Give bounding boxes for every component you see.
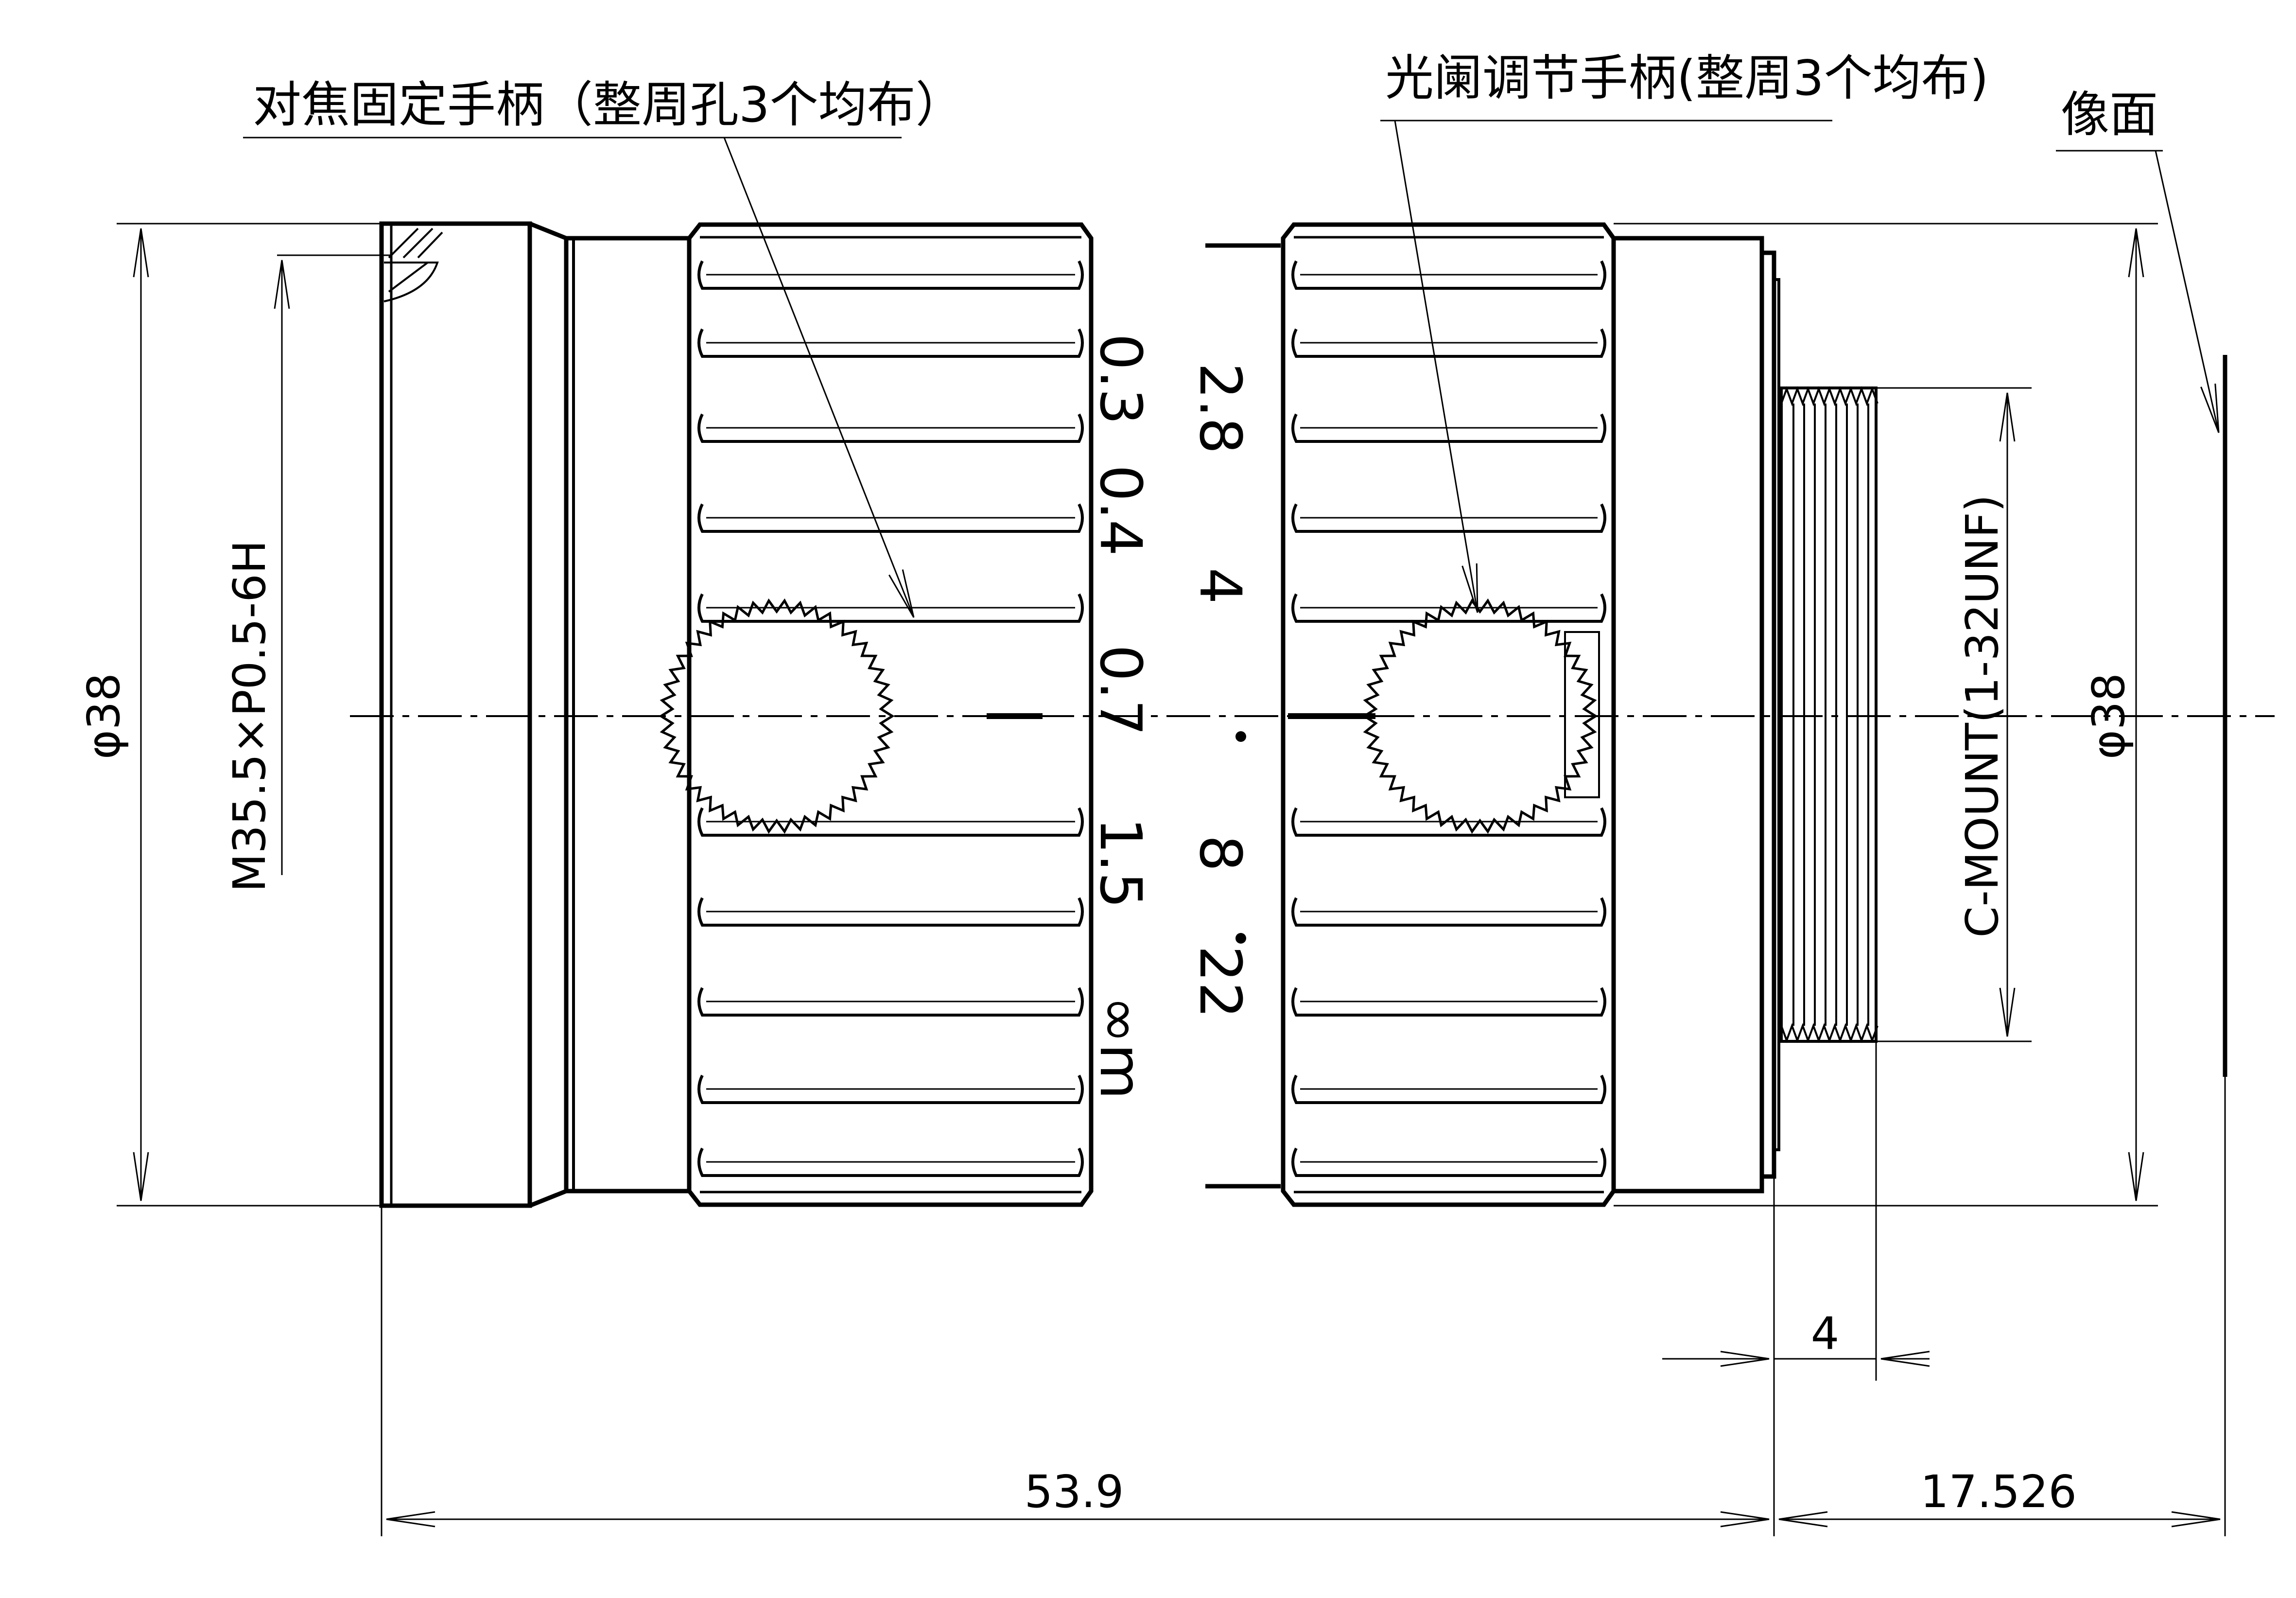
front-barrel: [379, 221, 689, 1208]
focus-ribs-rib: [697, 987, 1084, 1017]
focus-ribs-rib: [697, 1074, 1084, 1104]
focus-ribs-rib: [697, 897, 1084, 927]
focus-ribs-rib: [697, 260, 1084, 290]
focus-ribs-rib: [697, 328, 1084, 358]
thread-hatch: [383, 228, 443, 302]
focus-scale-0-3: 0.3: [1087, 334, 1154, 425]
index-lines: [987, 243, 1375, 1189]
aperture-scale-4: 4: [1187, 567, 1254, 604]
leader-lines: [243, 120, 2220, 618]
flange-width-label: 4: [1811, 1308, 1840, 1360]
aperture-ribs-rib: [1291, 503, 1606, 533]
c-mount-thread-lines: [1780, 386, 1879, 1043]
rear-diameter-label: φ38: [2083, 673, 2135, 759]
focus-scale-infinity: ∞m: [1087, 996, 1154, 1099]
back-focal-label: 17.526: [1920, 1466, 2077, 1518]
aperture-ribs-rib: [1291, 593, 1606, 623]
thread-label: M35.5×P0.5-6H: [224, 540, 276, 892]
rear-body: [1614, 236, 1780, 1194]
aperture-ribs-rib: [1291, 987, 1606, 1017]
aperture-ribs-rib: [1291, 1074, 1606, 1104]
focus-ribs-rib: [697, 413, 1084, 443]
aperture-ring-ribs: [1291, 260, 1606, 1177]
aperture-scale-8: 8: [1187, 835, 1254, 871]
focus-scale: 0.3 0.4 0.7 1.5 ∞m: [1087, 334, 1154, 1099]
aperture-ribs-rib: [1291, 1147, 1606, 1177]
focus-scale-0-4: 0.4: [1087, 465, 1154, 556]
dimension-lines: [133, 228, 2221, 1528]
c-mount-thread: [1780, 386, 1878, 1043]
extension-lines: [117, 223, 2226, 1536]
aperture-scale: 2.8 4 8 22: [1187, 363, 1254, 1019]
focus-ribs-rib: [697, 593, 1084, 623]
aperture-ribs-rib: [1291, 807, 1606, 837]
focus-ribs-rib: [697, 1147, 1084, 1177]
aperture-scale-2-8: 2.8: [1187, 363, 1254, 454]
focus-handle-label: 对焦固定手柄（整周孔3个均布）: [253, 76, 964, 133]
aperture-scale-22: 22: [1187, 946, 1254, 1019]
focus-knob: [659, 598, 895, 834]
aperture-ribs-rib: [1291, 328, 1606, 358]
mount-thread-label: C-MOUNT(1-32UNF): [1956, 494, 2008, 937]
front-diameter-label: φ38: [78, 673, 130, 759]
image-plane-label: 像面: [2061, 86, 2158, 143]
focus-ring-ribs: [697, 260, 1084, 1177]
focus-ribs-rib: [697, 503, 1084, 533]
thread-crest-top: [1780, 386, 1879, 406]
focus-scale-0-7: 0.7: [1087, 645, 1154, 736]
aperture-ribs-rib: [1291, 260, 1606, 290]
total-length-label: 53.9: [1025, 1466, 1124, 1518]
focus-scale-1-5: 1.5: [1087, 817, 1154, 909]
aperture-dots: [1235, 731, 1246, 944]
aperture-ribs-rib: [1291, 897, 1606, 927]
focus-ribs-rib: [697, 807, 1084, 837]
thread-crest-bottom: [1780, 1023, 1879, 1043]
aperture-handle-label: 光阑调节手柄(整周3个均布): [1385, 50, 1989, 106]
aperture-slot: [1564, 631, 1600, 798]
